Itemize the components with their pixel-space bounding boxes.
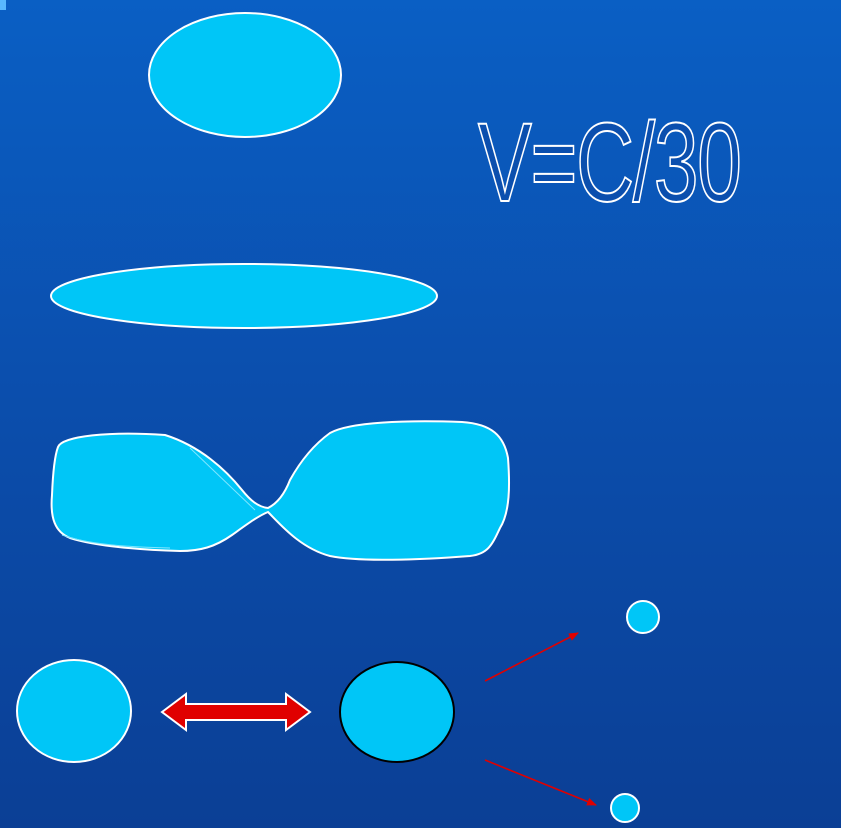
necking-fold-line xyxy=(189,447,256,511)
double-arrow-icon xyxy=(160,692,312,732)
fragment-upper xyxy=(626,600,660,634)
fragment-arrow-lower xyxy=(484,759,597,806)
parent-nucleus xyxy=(16,659,132,763)
necking-fold-line xyxy=(61,534,171,549)
compound-nucleus xyxy=(339,661,455,763)
velocity-formula: V=C/30 xyxy=(477,100,742,225)
nucleus-sphere xyxy=(148,12,342,138)
corner-mark xyxy=(0,0,6,10)
nucleus-necking xyxy=(50,420,511,561)
nucleus-elongated xyxy=(50,263,438,329)
fragment-lower xyxy=(610,793,640,823)
fragment-arrow-upper xyxy=(484,632,579,682)
